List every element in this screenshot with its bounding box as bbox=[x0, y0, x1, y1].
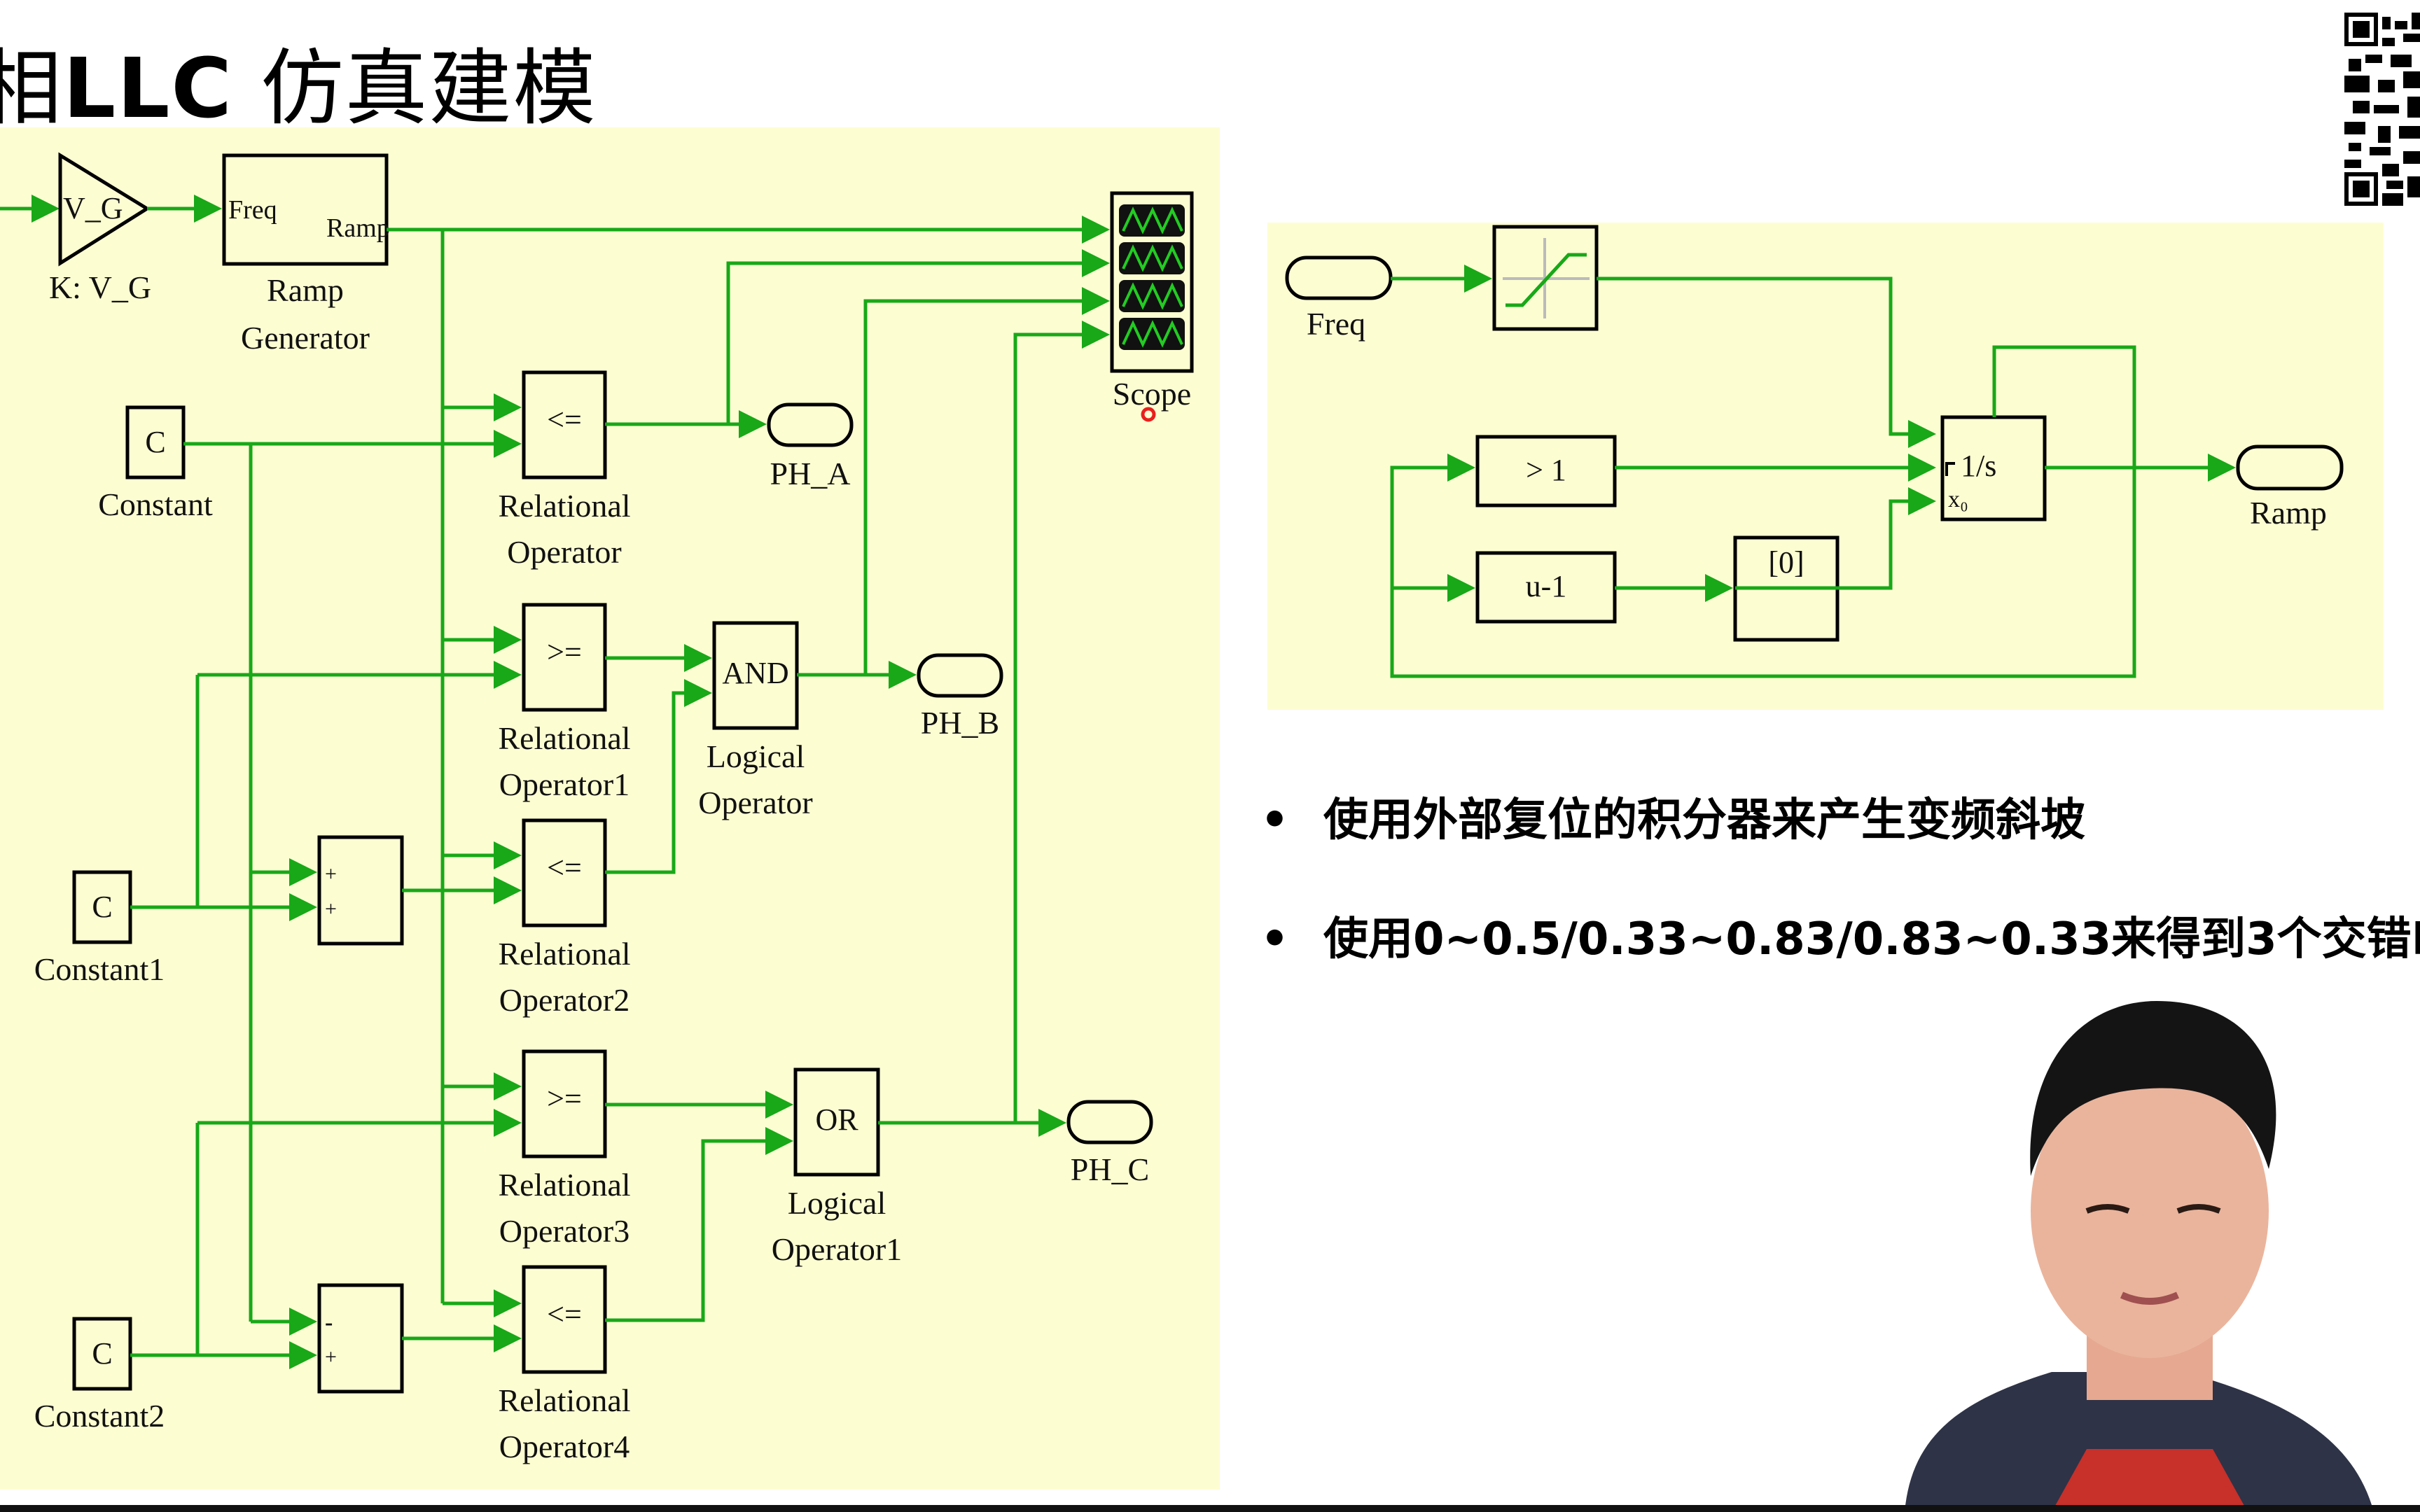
relop3-symbol: >= bbox=[547, 1082, 582, 1116]
constant1-label: Constant1 bbox=[34, 951, 165, 987]
relational-operator-4[interactable]: <= bbox=[522, 1265, 607, 1374]
title-prefix: 相 bbox=[0, 40, 64, 136]
relop3-label-1: Relational bbox=[498, 1167, 630, 1203]
relop1-symbol: >= bbox=[547, 635, 582, 669]
constant2-block[interactable]: C bbox=[72, 1317, 132, 1391]
title-bold: LLC bbox=[63, 40, 233, 136]
or-symbol: OR bbox=[815, 1102, 858, 1137]
relational-operator-1[interactable]: >= bbox=[522, 603, 607, 712]
mouse-pointer-indicator bbox=[1141, 407, 1156, 422]
compare-label: > 1 bbox=[1526, 453, 1566, 487]
goto-ph-a-label: PH_A bbox=[770, 456, 850, 491]
bottom-border bbox=[0, 1505, 2420, 1512]
wire-sat-int bbox=[1597, 276, 1936, 448]
gain-label: K: V_G bbox=[49, 270, 151, 305]
bullet-dot: • bbox=[1260, 794, 1289, 846]
scope-trace bbox=[1122, 320, 1183, 348]
memory-label: [0] bbox=[1768, 545, 1804, 580]
or-label-2: Operator1 bbox=[772, 1231, 902, 1267]
relop1-label-1: Relational bbox=[498, 720, 630, 756]
compare-block[interactable]: > 1 bbox=[1475, 435, 1617, 507]
relop2-symbol: <= bbox=[547, 850, 582, 885]
relop2-label-1: Relational bbox=[498, 936, 630, 972]
integrator-label: 1/s bbox=[1961, 449, 1996, 483]
presenter-webcam bbox=[1905, 1001, 2374, 1512]
relop4-label-1: Relational bbox=[498, 1382, 630, 1418]
goto-ph-b-label: PH_B bbox=[921, 705, 999, 741]
and-symbol: AND bbox=[722, 656, 788, 690]
sum1-sign-2: + bbox=[325, 897, 337, 920]
relop4-symbol: <= bbox=[547, 1297, 582, 1331]
sum1-sign-1: + bbox=[325, 862, 337, 886]
constant-label: Constant bbox=[98, 486, 213, 522]
gain-block[interactable]: V_G bbox=[58, 152, 151, 267]
and-label-2: Operator bbox=[698, 785, 812, 820]
wire-phb-scope bbox=[863, 287, 1110, 675]
ramp-generator-block[interactable]: Freq Ramp bbox=[222, 153, 390, 266]
shirt-logo bbox=[2052, 1449, 2248, 1512]
goto-ph-a[interactable] bbox=[767, 402, 854, 447]
bullet-item: • 使用0~0.5/0.33~0.83/0.83~0.33来得到3个交错PWM bbox=[1260, 903, 2420, 967]
sum2-sign-2: + bbox=[325, 1345, 337, 1368]
relop0-label-2: Operator bbox=[507, 534, 621, 570]
goto-ramp-label: Ramp bbox=[2250, 495, 2327, 531]
presenter-shirt bbox=[1905, 1372, 2374, 1512]
from-freq-label: Freq bbox=[1307, 306, 1365, 342]
scope-label: Scope bbox=[1113, 376, 1191, 412]
presenter-face bbox=[2031, 1064, 2269, 1358]
constant1-value: C bbox=[92, 890, 112, 924]
ramp-port-ramp: Ramp bbox=[326, 214, 390, 243]
ramp-port-freq: Freq bbox=[228, 195, 277, 225]
goto-ramp-tag[interactable] bbox=[2236, 444, 2344, 491]
or-label-1: Logical bbox=[788, 1185, 886, 1221]
relop1-label-2: Operator1 bbox=[499, 766, 630, 802]
scope-trace bbox=[1122, 282, 1183, 310]
scope-trace bbox=[1122, 244, 1183, 272]
relop0-label-1: Relational bbox=[498, 488, 630, 524]
wire-relop4-or bbox=[605, 1127, 793, 1322]
fcn-label: u-1 bbox=[1526, 569, 1567, 603]
presenter-hair bbox=[2030, 1001, 2276, 1176]
relop3-label-2: Operator3 bbox=[499, 1213, 630, 1249]
saturation-block[interactable] bbox=[1492, 225, 1599, 331]
integrator-x0: x₀ bbox=[1948, 486, 1968, 512]
scope-block[interactable] bbox=[1110, 191, 1194, 373]
qr-code bbox=[2344, 13, 2420, 206]
sum2-sign-1: - bbox=[325, 1310, 333, 1336]
ramp-label-2: Generator bbox=[241, 320, 370, 356]
main-model-background bbox=[0, 127, 1220, 1490]
constant-value: C bbox=[145, 425, 165, 459]
bullet-text: 使用0~0.5/0.33~0.83/0.83~0.33来得到3个交错PWM bbox=[1323, 913, 2420, 965]
bullet-text: 使用外部复位的积分器来产生变频斜坡 bbox=[1323, 794, 2085, 846]
wire-mem-int bbox=[1735, 487, 1936, 590]
title-rest: 仿真建模 bbox=[233, 40, 597, 136]
relop4-label-2: Operator4 bbox=[499, 1429, 630, 1464]
bullet-dot: • bbox=[1260, 913, 1289, 965]
wire-pha-scope bbox=[726, 249, 1110, 424]
constant2-label: Constant2 bbox=[34, 1398, 165, 1434]
gain-value: V_G bbox=[63, 191, 123, 225]
goto-ph-b[interactable] bbox=[917, 653, 1003, 698]
slide-title: 相LLC 仿真建模 bbox=[0, 21, 597, 141]
constant-block[interactable]: C bbox=[125, 405, 186, 479]
relop2-label-2: Operator2 bbox=[499, 982, 630, 1018]
wire-feedback bbox=[1390, 345, 2136, 678]
bullet-item: • 使用外部复位的积分器来产生变频斜坡 bbox=[1260, 784, 2085, 848]
reset-icon bbox=[1945, 462, 1955, 476]
wire-phc-scope bbox=[1013, 321, 1110, 1123]
wire-relop2-and bbox=[605, 679, 712, 874]
relop0-symbol: <= bbox=[547, 402, 582, 437]
scope-trace bbox=[1122, 206, 1183, 234]
and-label-1: Logical bbox=[707, 738, 805, 774]
goto-ph-c-label: PH_C bbox=[1071, 1152, 1149, 1187]
ramp-label-1: Ramp bbox=[267, 272, 344, 308]
constant2-value: C bbox=[92, 1336, 112, 1371]
relational-operator-3[interactable]: >= bbox=[522, 1049, 607, 1158]
relational-operator-2[interactable]: <= bbox=[522, 818, 607, 927]
goto-ph-c[interactable] bbox=[1066, 1100, 1153, 1144]
